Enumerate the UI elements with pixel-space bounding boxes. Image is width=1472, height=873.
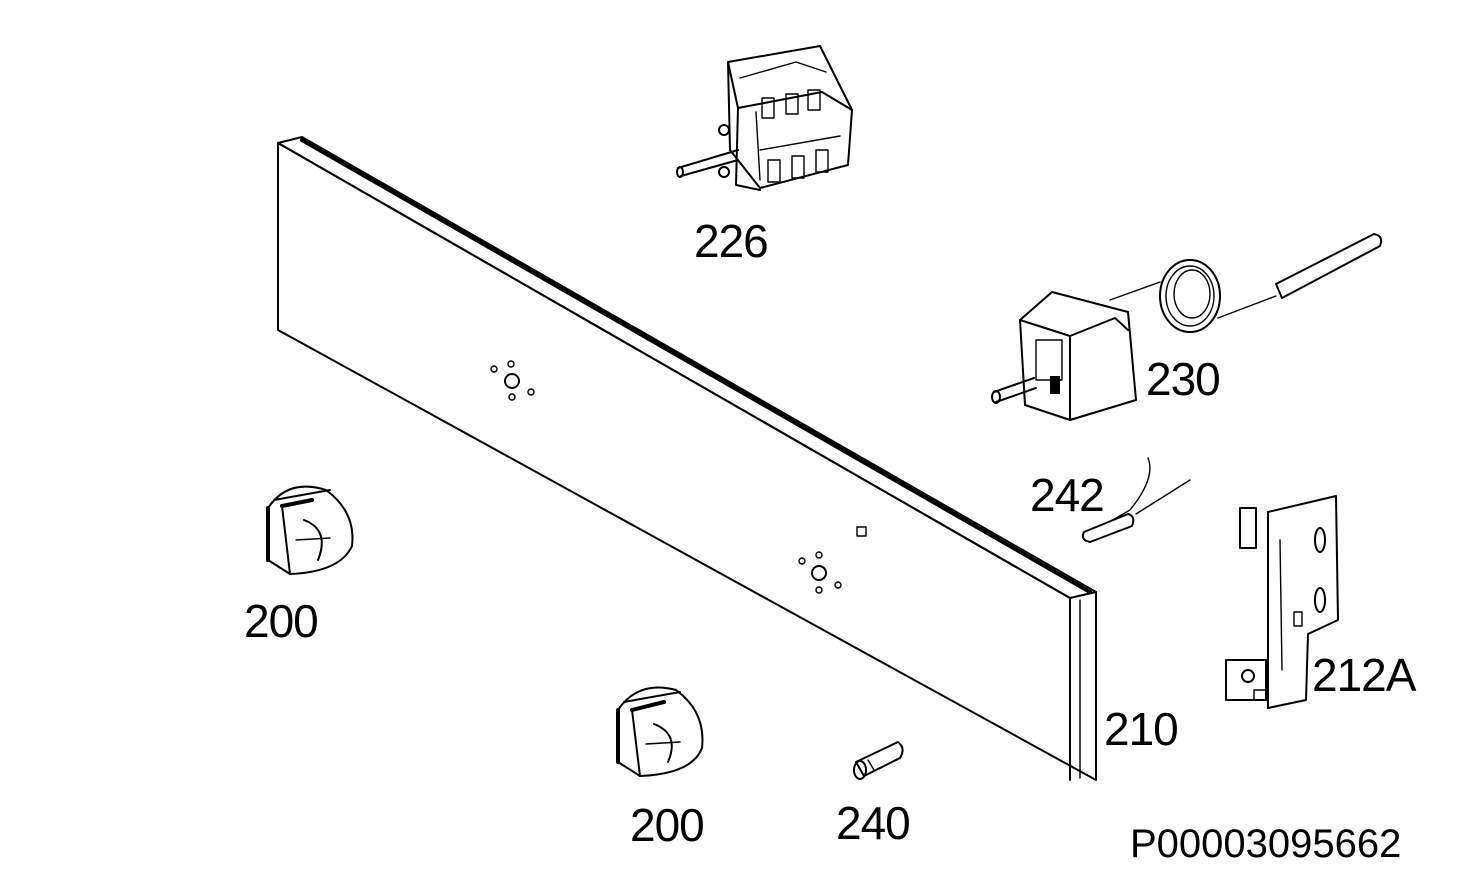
knob-200-bottom [616,686,704,777]
label-230: 230 [1146,353,1221,405]
label-212A: 212A [1312,649,1416,701]
label-240: 240 [836,797,911,849]
lamp-hole [856,526,867,537]
knob-mount-holes-upper [490,360,535,401]
indicator-lamp-240 [853,741,904,780]
bracket-212A [1225,495,1339,709]
document-id: P00003095662 [1130,822,1402,866]
label-200-left: 200 [244,595,319,647]
control-panel-210 [277,136,1097,781]
label-200-bottom: 200 [630,799,705,851]
label-226: 226 [694,215,769,267]
thermostat-230 [991,233,1383,421]
label-210: 210 [1104,703,1179,755]
label-242: 242 [1030,469,1105,521]
knob-mount-holes-lower [798,551,842,594]
sensor-242 [1081,457,1191,543]
knob-200-left [266,485,354,575]
selector-switch-226 [676,45,853,191]
